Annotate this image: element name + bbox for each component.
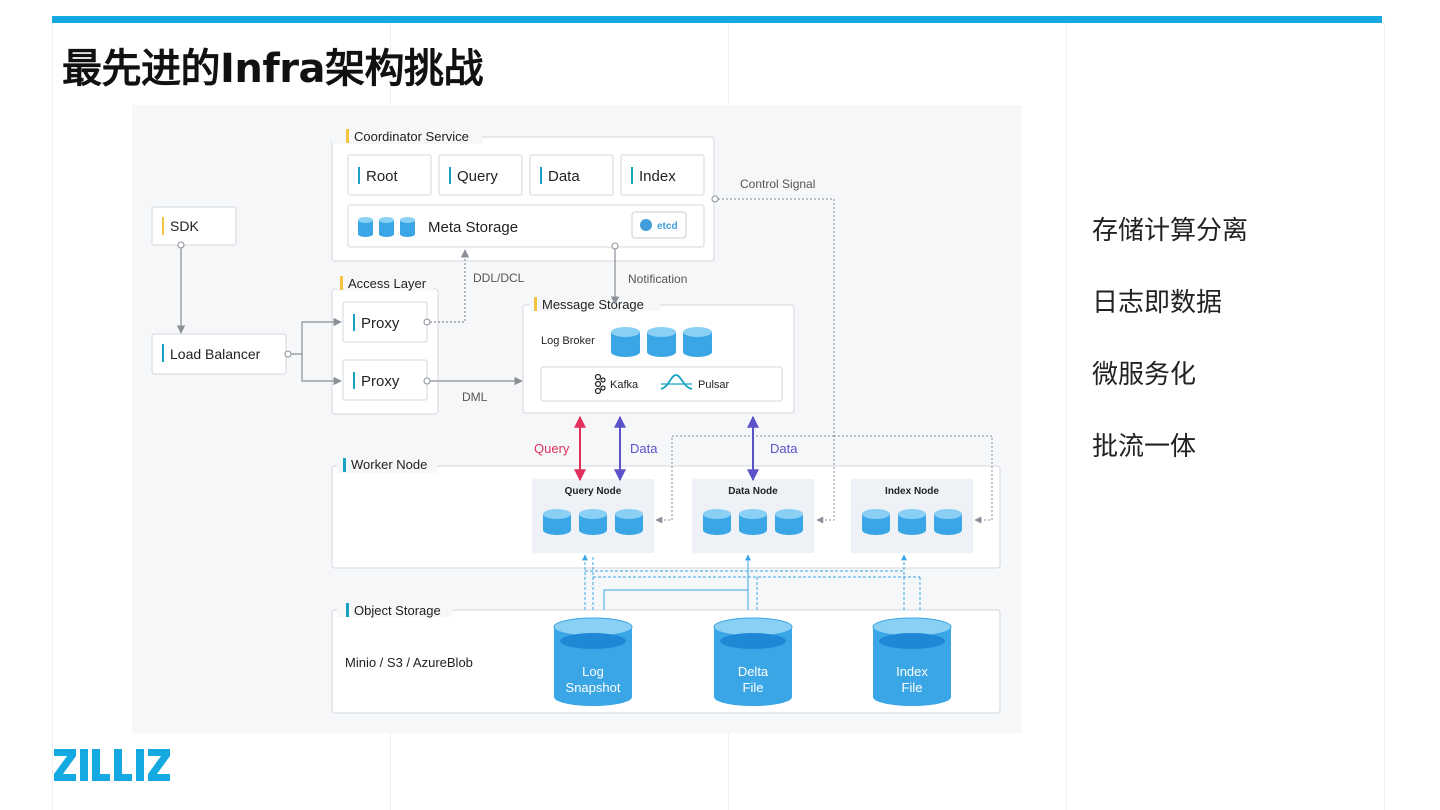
grid-line [52, 23, 53, 810]
load-balancer-label: Load Balancer [170, 346, 261, 362]
data-edge-label-1: Data [630, 441, 658, 456]
bullet-item: 存储计算分离 [1092, 216, 1249, 246]
index-node-label: Index Node [885, 486, 939, 497]
data-coord-label: Data [548, 168, 580, 185]
index-coord-label: Index [639, 168, 676, 185]
notification-label: Notification [628, 272, 687, 286]
dml-label: DML [462, 390, 488, 404]
ddl-dcl-label: DDL/DCL [473, 271, 525, 285]
meta-db-icons [358, 217, 415, 237]
grid-line [1384, 23, 1385, 810]
root-coord-box [347, 154, 432, 196]
top-accent-bar [52, 16, 1382, 23]
zilliz-logo [54, 749, 170, 786]
architecture-diagram: Coordinator Service Root Query Data Inde… [132, 105, 1022, 733]
index-file-line1: Index [896, 664, 928, 679]
worker-node-group [331, 465, 1001, 569]
slide-title: 最先进的Infra架构挑战 [62, 46, 483, 92]
query-coord-box [438, 154, 523, 196]
delta-file-line2: File [743, 680, 764, 695]
kafka-label: Kafka [610, 379, 639, 391]
log-broker-db-icons [611, 327, 712, 357]
pulsar-label: Pulsar [698, 379, 730, 391]
bullet-item: 批流一体 [1092, 432, 1197, 462]
worker-db-icons [543, 509, 962, 535]
connector-lines [176, 195, 993, 610]
pulsar-icon [660, 374, 693, 390]
kafka-icon [594, 373, 606, 395]
index-file-line2: File [902, 680, 923, 695]
architecture-svg: Coordinator Service Root Query Data Inde… [151, 129, 1001, 714]
etcd-badge [631, 211, 687, 239]
log-snapshot-line1: Log [582, 664, 604, 679]
object-storage-group [331, 609, 1001, 714]
data-node-label: Data Node [728, 486, 778, 497]
zilliz-logo-mark [54, 749, 170, 781]
proxy-label-1: Proxy [361, 315, 400, 332]
etcd-label: etcd [657, 221, 678, 232]
log-snapshot-cylinder: Log Snapshot [553, 617, 633, 706]
delta-file-line1: Delta [738, 664, 769, 679]
delta-file-cylinder: Delta File [713, 617, 793, 706]
log-broker-label: Log Broker [541, 335, 595, 347]
sdk-box [151, 206, 237, 246]
object-backend-label: Minio / S3 / AzureBlob [345, 655, 473, 670]
grid-line [1066, 23, 1067, 810]
etcd-icon [640, 219, 652, 231]
log-snapshot-line2: Snapshot [566, 680, 621, 695]
query-edge-label: Query [534, 441, 570, 456]
bullet-item: 日志即数据 [1092, 288, 1223, 318]
data-edge-label-2: Data [770, 441, 798, 456]
meta-storage-box [347, 204, 705, 248]
message-storage-title: Message Storage [542, 297, 644, 312]
object-storage-title: Object Storage [354, 603, 441, 618]
query-node-label: Query Node [565, 486, 622, 497]
index-file-cylinder: Index File [872, 617, 952, 706]
sdk-label: SDK [170, 218, 199, 234]
access-layer-title: Access Layer [348, 276, 427, 291]
coordinator-title: Coordinator Service [354, 129, 469, 144]
proxy-label-2: Proxy [361, 373, 400, 390]
index-coord-box [620, 154, 705, 196]
bullet-item: 微服务化 [1092, 360, 1197, 390]
query-coord-label: Query [457, 168, 498, 185]
control-signal-label: Control Signal [740, 177, 815, 191]
data-coord-box [529, 154, 614, 196]
meta-storage-label: Meta Storage [428, 219, 518, 236]
root-coord-label: Root [366, 168, 399, 185]
worker-node-title: Worker Node [351, 457, 427, 472]
bullet-list: 存储计算分离 日志即数据 微服务化 批流一体 [1092, 212, 1248, 500]
